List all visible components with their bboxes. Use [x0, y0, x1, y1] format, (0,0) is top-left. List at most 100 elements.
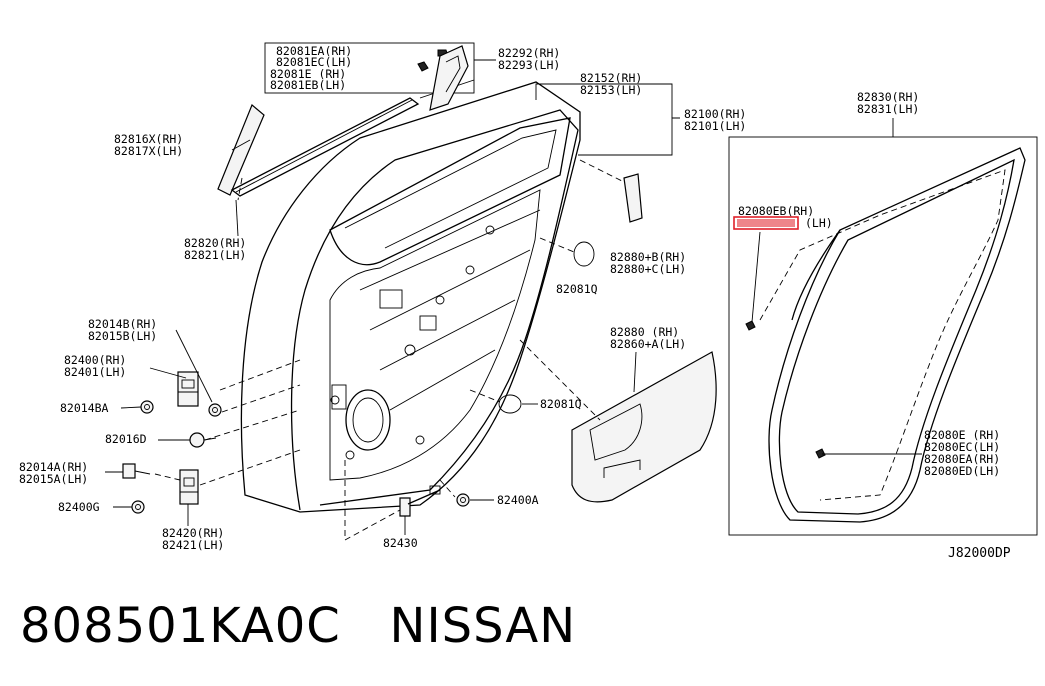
label-82821: 82821(LH) — [184, 248, 246, 262]
belt-moulding-82820 — [230, 97, 420, 197]
bolt-82014b-icon — [208, 403, 222, 417]
dash-check-bolt — [439, 479, 456, 498]
label-82860a: 82860+A(LH) — [610, 337, 686, 351]
dash-82880b — [579, 159, 625, 183]
dash-82880 — [519, 339, 601, 421]
bolt-82014ba-icon — [140, 400, 154, 414]
lower-hinge-82420 — [179, 469, 199, 505]
leader-82880 — [633, 351, 637, 393]
weatherstrip-inner-edge — [778, 158, 1015, 515]
leader-82080eb — [751, 231, 761, 323]
label-82080ed: 82080ED(LH) — [924, 464, 1000, 478]
bolt-82014a-icon — [122, 463, 151, 479]
label-82014a: 82014A(RH) — [19, 460, 88, 474]
dash-check-bottom — [344, 509, 401, 541]
label-82080eb: 82080EB(RH) — [738, 204, 814, 218]
service-hole-3 — [465, 265, 475, 275]
clip-82081e-icon — [417, 61, 429, 72]
label-82401: 82401(LH) — [64, 365, 126, 379]
speaker-hole — [345, 389, 391, 451]
weatherstrip-upper-lip — [791, 229, 841, 321]
label-82014ba: 82014BA — [60, 401, 109, 415]
dash-hinge-mid — [204, 409, 301, 441]
service-hole-7 — [415, 435, 425, 445]
label-82421: 82421(LH) — [162, 538, 224, 552]
service-hole-4 — [485, 225, 495, 235]
plug-82081q-bottom — [498, 394, 522, 414]
door-inner-frame — [290, 109, 579, 511]
label-82880c: 82880+C(LH) — [610, 262, 686, 276]
label-82880b: 82880+B(RH) — [610, 250, 686, 264]
dash-82820 — [237, 177, 243, 201]
dash-door-outline — [759, 169, 1006, 501]
bolt-82400a-icon — [456, 493, 470, 507]
label-box-82081 — [264, 42, 475, 94]
label-82880: 82880 (RH) — [610, 325, 679, 339]
leader-82100-upper — [580, 83, 673, 118]
label-82016d: 82016D — [105, 432, 147, 446]
door-check-82430 — [399, 485, 441, 517]
label-82400g: 82400G — [58, 500, 100, 514]
dash-bolt-82014a — [154, 473, 181, 481]
label-82153: 82153(LH) — [580, 83, 642, 97]
leader-82400 — [149, 367, 187, 379]
upper-hinge-82400 — [177, 371, 199, 407]
service-hole-2 — [435, 295, 445, 305]
leader-82014ba — [120, 406, 142, 409]
label-82292: 82292(RH) — [498, 46, 560, 60]
label-82831: 82831(LH) — [857, 102, 919, 116]
belt-moulding-line — [235, 99, 413, 193]
dash-hinge-lower — [199, 449, 301, 486]
nut-82400g-icon — [131, 500, 145, 514]
parts-diagram: 82081EA(RH) 82081EC(LH) 82081E (RH) 8208… — [19, 42, 1038, 561]
clip-82080eb-icon — [745, 320, 756, 331]
label-82081ec: 82081EC(LH) — [276, 55, 352, 69]
label-82101: 82101(LH) — [684, 119, 746, 133]
label-82015a: 82015A(LH) — [19, 472, 88, 486]
label-82081ea: 82081EA(RH) — [276, 44, 352, 58]
dash-hinge-upper-1 — [219, 359, 301, 391]
label-82816x: 82816X(RH) — [114, 132, 183, 146]
window-frame — [329, 117, 571, 266]
latch-opening — [331, 384, 347, 410]
trim-sheet-handle — [603, 459, 641, 478]
leader-82820 — [235, 199, 239, 237]
trim-piece-82880b — [623, 173, 643, 223]
label-82080ea-highlight-lh: (LH) — [805, 216, 833, 230]
weatherstrip-box — [728, 136, 1038, 536]
label-82081q-bottom: 82081Q — [540, 397, 582, 411]
bracket-1 — [379, 289, 403, 309]
speaker-hole-inner — [352, 397, 384, 443]
clip-82080e-icon — [815, 448, 826, 459]
label-82015b: 82015B(LH) — [88, 329, 157, 343]
weatherstrip-82830 — [768, 147, 1026, 523]
part-number-caption: 808501KA0C NISSAN — [20, 598, 577, 654]
corner-piece-detail — [445, 55, 461, 93]
label-82830: 82830(RH) — [857, 90, 919, 104]
corner-piece-82292 — [429, 45, 469, 111]
diagram-code: J82000DP — [948, 546, 1011, 561]
bracket-2 — [419, 315, 437, 331]
door-outer-skin — [240, 81, 581, 513]
label-82820: 82820(RH) — [184, 236, 246, 250]
label-82081e: 82081E (RH) — [270, 67, 346, 81]
service-hole-6 — [345, 450, 355, 460]
label-82100: 82100(RH) — [684, 107, 746, 121]
label-82420: 82420(RH) — [162, 526, 224, 540]
trim-sheet-pocket — [589, 403, 643, 461]
window-frame-inner — [344, 129, 557, 249]
label-82430: 82430 — [383, 536, 418, 550]
leader-82152 — [535, 83, 580, 100]
highlight-fill — [737, 219, 795, 227]
dash-plug-top — [539, 237, 575, 253]
trim-sheet-82880 — [571, 351, 717, 503]
label-82081eb: 82081EB(LH) — [270, 78, 346, 92]
leader-82816x — [231, 139, 251, 151]
label-82400: 82400(RH) — [64, 353, 126, 367]
leader-82100-lower — [578, 117, 680, 156]
label-82152: 82152(RH) — [580, 71, 642, 85]
inner-panel — [329, 189, 541, 481]
leader-82014b — [175, 329, 213, 403]
highlight-box — [733, 216, 799, 230]
label-82080ea: 82080EA(RH) — [924, 452, 1000, 466]
